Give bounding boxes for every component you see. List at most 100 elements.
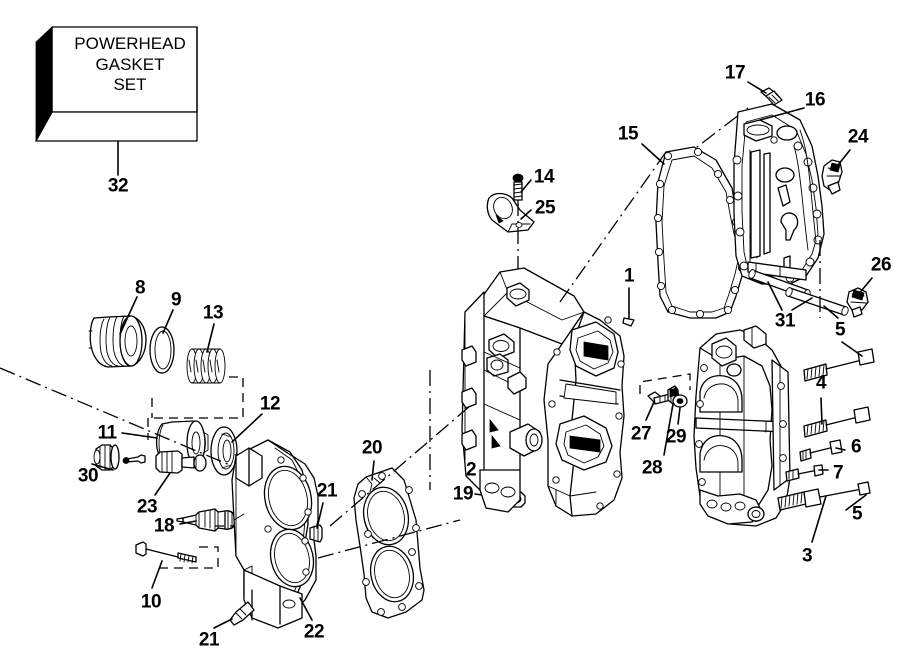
part-29-washer [672,394,688,408]
callout-32: 32 [107,175,129,197]
part-24-relief-fitting [821,159,843,195]
callout-4: 4 [815,372,827,394]
part-7-screw [785,464,824,482]
part-lower-right-crankcase [693,325,791,527]
part-13-spring-washers [186,348,226,384]
part-26-fitting [846,287,869,318]
callout-15: 15 [617,123,639,145]
leader-16 [759,107,805,121]
callout-9: 9 [170,289,182,311]
leader-26 [856,277,873,297]
callout-16: 16 [804,89,826,111]
leader-21a [213,618,233,629]
part-10-screw [135,541,197,564]
leader-3 [811,495,827,543]
callout-1: 1 [623,265,635,287]
part-6-screw [799,439,843,462]
callout-18: 18 [153,515,175,537]
part-5-bolt-lower [777,481,871,511]
assembly-axis-gasket15 [559,151,667,303]
callout-6: 6 [850,436,862,458]
leader-4 [820,397,823,425]
callout-5-lower: 5 [851,503,863,525]
callout-31: 31 [774,310,796,332]
callout-13: 13 [202,302,224,324]
leader-1-tip [622,317,635,327]
leader-5b [845,494,867,511]
part-pin-small [122,454,146,464]
leader-29 [677,407,681,425]
leader-12 [231,413,263,443]
leader-14 [520,179,532,193]
leader-5a [823,305,839,319]
leader-31a [767,281,783,311]
leader-20 [371,460,375,481]
callout-7: 7 [832,462,844,484]
callout-11: 11 [97,422,117,444]
callout-3: 3 [801,545,813,567]
callout-27: 27 [630,423,652,445]
part-5-bolt-upper [803,348,875,382]
callout-21-lower: 21 [198,629,220,651]
assembly-axis-main3 [317,519,461,559]
part-14-screw [512,173,524,201]
leader-28 [663,403,674,456]
callout-17: 17 [724,62,746,84]
callout-22: 22 [303,621,325,643]
part-31-dowel-pins [748,269,849,316]
callout-12: 12 [259,393,281,415]
leader-25 [520,209,532,220]
assembly-axis-main2 [0,367,233,467]
part-4-bolt [803,406,871,438]
callout-19: 19 [452,483,474,505]
leader-15 [641,143,665,165]
group-bracket-27 [639,373,691,394]
gasket-set-box [35,26,198,142]
leader-8 [119,296,138,335]
part-25-lift-bracket [486,192,535,233]
assembly-axis-main [329,405,471,527]
leader-6 [835,447,846,451]
part-23-check-valve [155,450,207,474]
part-22-cylinder-block [229,439,323,629]
callout-21-right: 21 [316,480,338,502]
callout-8: 8 [134,277,146,299]
callout-5-upper: 5 [834,319,846,341]
part-15-exhaust-gasket [653,146,749,319]
group-bracket-left [147,376,244,440]
callout-2: 2 [465,459,477,481]
callout-14: 14 [533,166,555,188]
part-18-sensor [176,508,237,532]
callout-10: 10 [140,591,162,613]
callout-30: 30 [77,465,99,487]
part-1-crankcase [461,267,625,517]
callout-20: 20 [361,437,383,459]
callout-26: 26 [870,254,892,276]
leader-9 [162,309,174,334]
part-8-seal-housing [88,315,147,368]
leader-5a2 [841,341,863,357]
callout-24: 24 [847,126,869,148]
leader-22 [299,597,313,621]
part-30-fitting [93,444,120,471]
part-12-bearing [210,426,238,476]
callout-29: 29 [665,426,687,448]
leader-10 [151,560,163,589]
part-20-head-gasket [353,467,425,619]
leader-27 [645,401,655,421]
leader-13 [206,323,215,353]
part-17-screw [760,87,783,106]
callout-25: 25 [534,197,556,219]
gasket-set-box-label: POWERHEAD GASKET SET [74,34,186,95]
callout-23: 23 [136,496,158,518]
part-16-exhaust-cover [732,103,825,285]
leader-24 [833,149,851,171]
leader-11 [121,432,158,439]
leader-21b [316,502,324,529]
leader-17 [747,81,767,94]
leader-18 [179,520,197,525]
leader-31b [791,297,813,311]
leader-23 [154,472,171,496]
